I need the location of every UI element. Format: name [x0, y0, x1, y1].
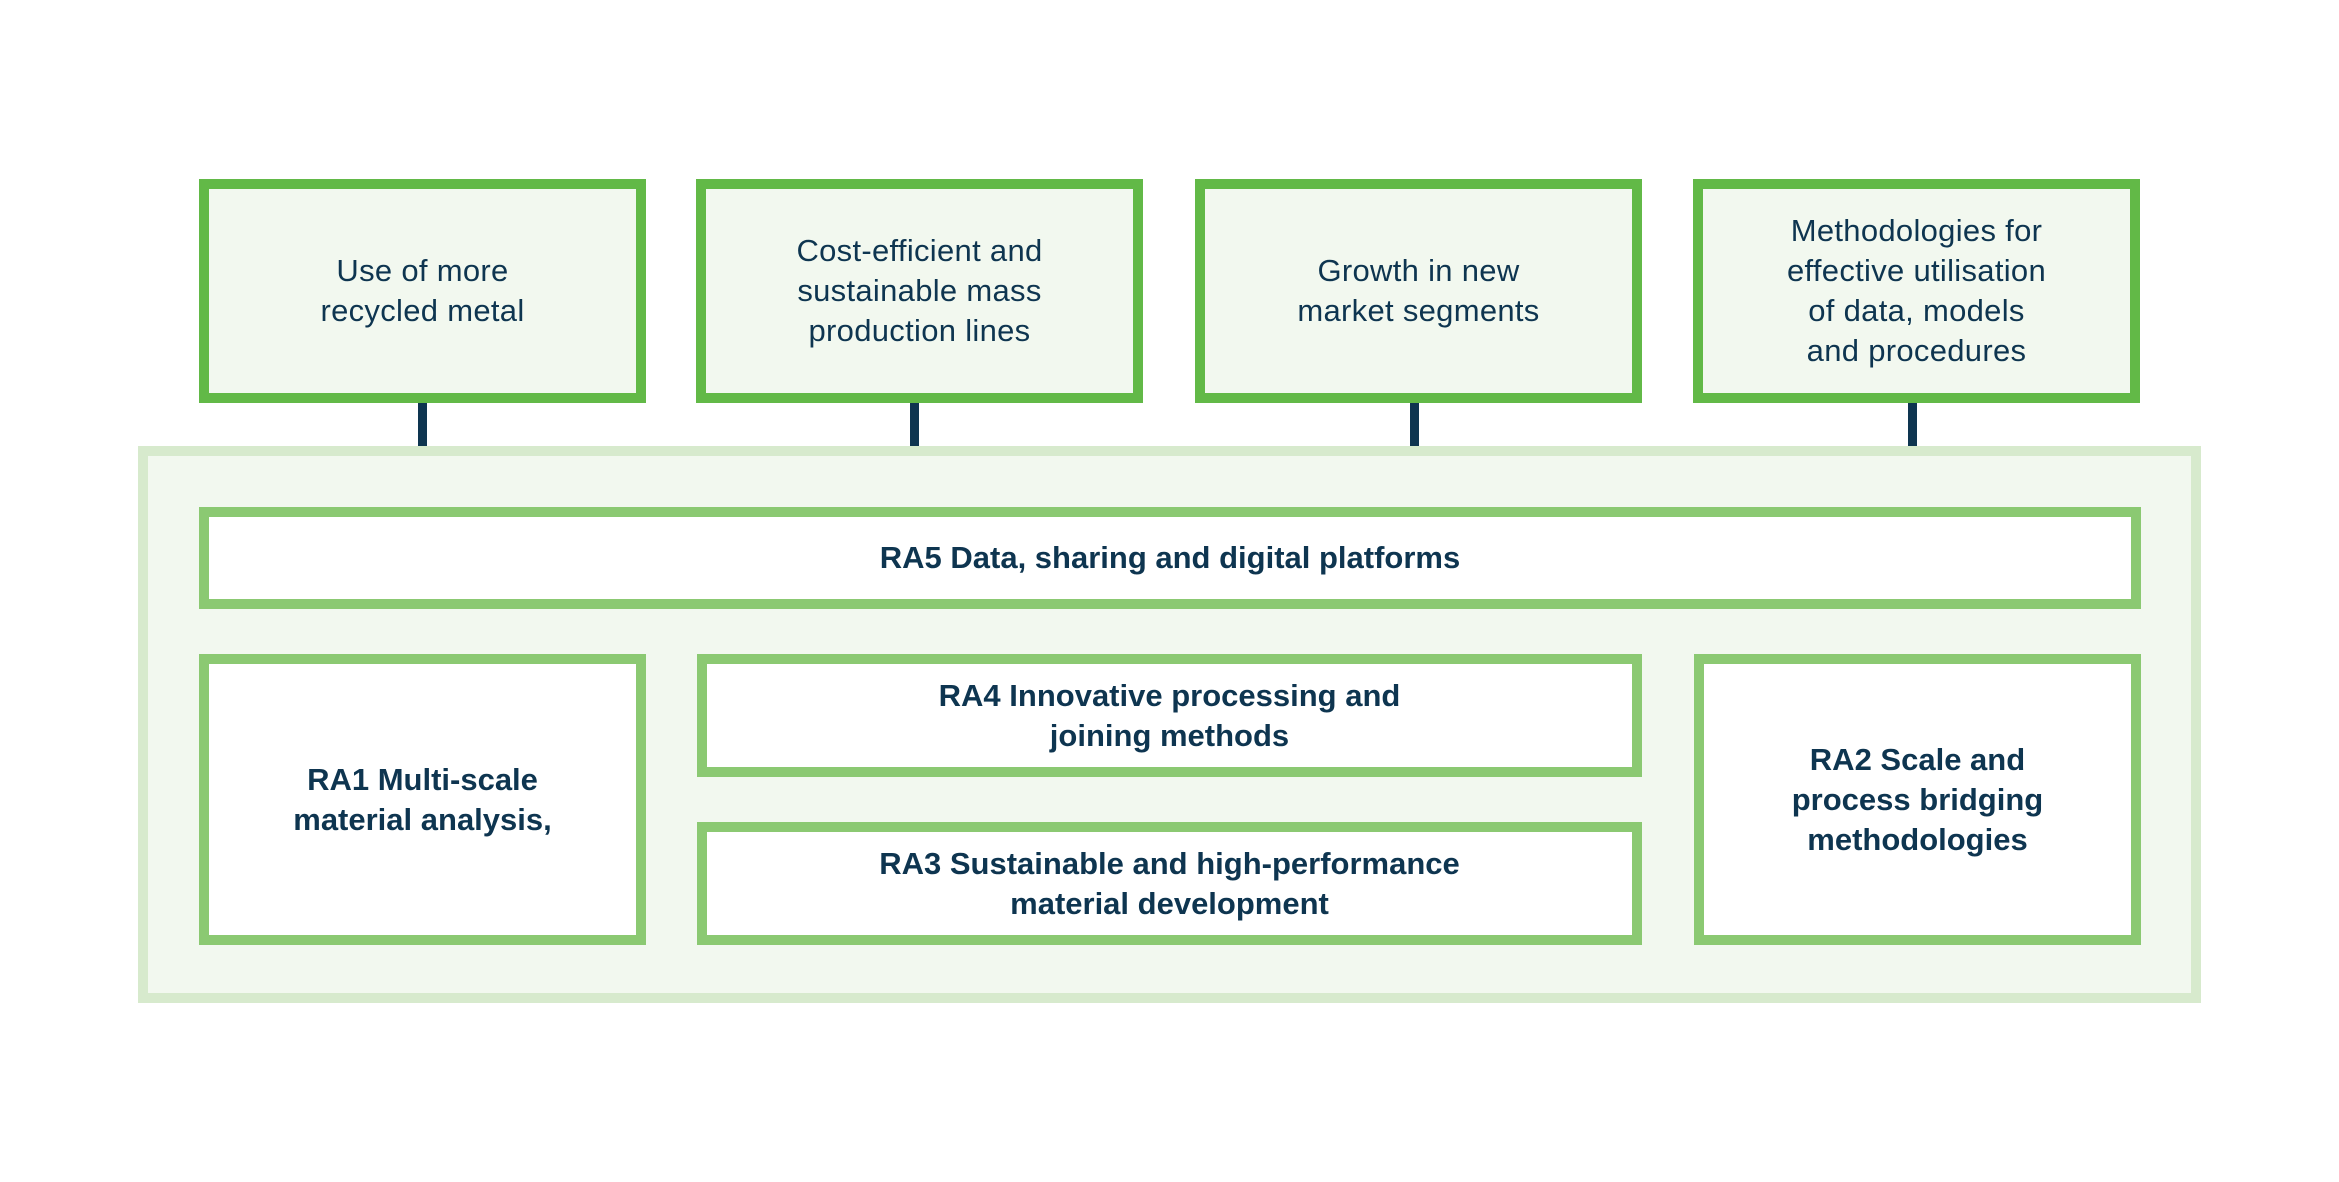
ra1-box: RA1 Multi-scale material analysis, [199, 654, 646, 945]
goal-box-recycled-metal: Use of more recycled metal [199, 179, 646, 403]
goal-label: Methodologies for effective utilisation … [1786, 213, 2047, 368]
ra5-box: RA5 Data, sharing and digital platforms [199, 507, 2141, 609]
goal-label: Use of more recycled metal [320, 253, 525, 328]
goal-box-mass-production: Cost-efficient and sustainable mass prod… [696, 179, 1143, 403]
goal-label: Growth in new market segments [1297, 253, 1540, 328]
connector-line [910, 403, 919, 447]
ra3-label: RA3 Sustainable and high-performance mat… [879, 845, 1460, 921]
ra4-box: RA4 Innovative processing and joining me… [697, 654, 1642, 777]
ra4-label: RA4 Innovative processing and joining me… [938, 677, 1401, 753]
goal-box-market-growth: Growth in new market segments [1195, 179, 1642, 403]
goal-label: Cost-efficient and sustainable mass prod… [796, 233, 1043, 348]
ra5-label: RA5 Data, sharing and digital platforms [879, 540, 1461, 575]
ra1-label: RA1 Multi-scale material analysis, [293, 761, 552, 837]
connector-line [1908, 403, 1917, 447]
ra2-label: RA2 Scale and process bridging methodolo… [1791, 741, 2044, 857]
ra3-box: RA3 Sustainable and high-performance mat… [697, 822, 1642, 945]
goal-box-data-methodologies: Methodologies for effective utilisation … [1693, 179, 2140, 403]
connector-line [418, 403, 427, 447]
ra2-box: RA2 Scale and process bridging methodolo… [1694, 654, 2141, 945]
connector-line [1410, 403, 1419, 447]
